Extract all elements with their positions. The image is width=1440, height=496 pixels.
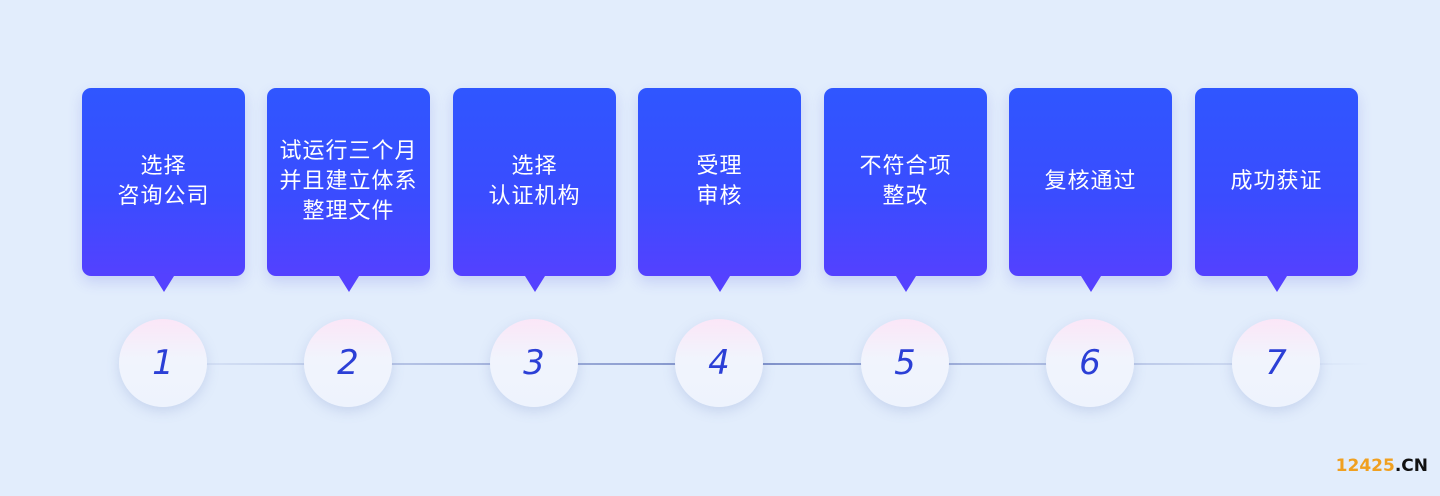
step-number-4: 4 xyxy=(708,343,730,383)
step-card-7: 成功获证 xyxy=(1195,88,1358,292)
step-label-7: 成功获证 xyxy=(1230,169,1323,194)
step-card-5: 不符合项 整改 xyxy=(824,88,987,292)
step-circle-2: 2 xyxy=(304,319,392,407)
step-card-4: 受理 审核 xyxy=(638,88,801,292)
site-watermark: 12425.CN xyxy=(1336,456,1428,476)
step-label-1: 选择 咨询公司 xyxy=(117,154,210,209)
watermark-number: 12425 xyxy=(1335,456,1395,476)
step-number-1: 1 xyxy=(152,343,174,383)
step-number-3: 3 xyxy=(523,343,545,383)
step-label-2: 试运行三个月 并且建立体系 整理文件 xyxy=(279,139,418,224)
step-card-1: 选择 咨询公司 xyxy=(82,88,245,292)
step-card-6: 复核通过 xyxy=(1009,88,1172,292)
step-circle-6: 6 xyxy=(1046,319,1134,407)
step-circle-4: 4 xyxy=(675,319,763,407)
step-number-2: 2 xyxy=(337,343,359,383)
step-label-5: 不符合项 整改 xyxy=(859,154,952,209)
step-label-4: 受理 审核 xyxy=(696,154,743,209)
step-number-7: 7 xyxy=(1265,343,1287,383)
step-label-3: 选择 认证机构 xyxy=(488,154,581,209)
step-circle-1: 1 xyxy=(119,319,207,407)
step-circle-3: 3 xyxy=(490,319,578,407)
step-circle-7: 7 xyxy=(1232,319,1320,407)
step-label-6: 复核通过 xyxy=(1044,169,1137,194)
step-card-2: 试运行三个月 并且建立体系 整理文件 xyxy=(267,88,430,292)
step-number-6: 6 xyxy=(1079,343,1101,383)
step-card-3: 选择 认证机构 xyxy=(453,88,616,292)
step-number-5: 5 xyxy=(894,343,916,383)
watermark-domain: .CN xyxy=(1394,456,1428,476)
step-circle-5: 5 xyxy=(861,319,949,407)
